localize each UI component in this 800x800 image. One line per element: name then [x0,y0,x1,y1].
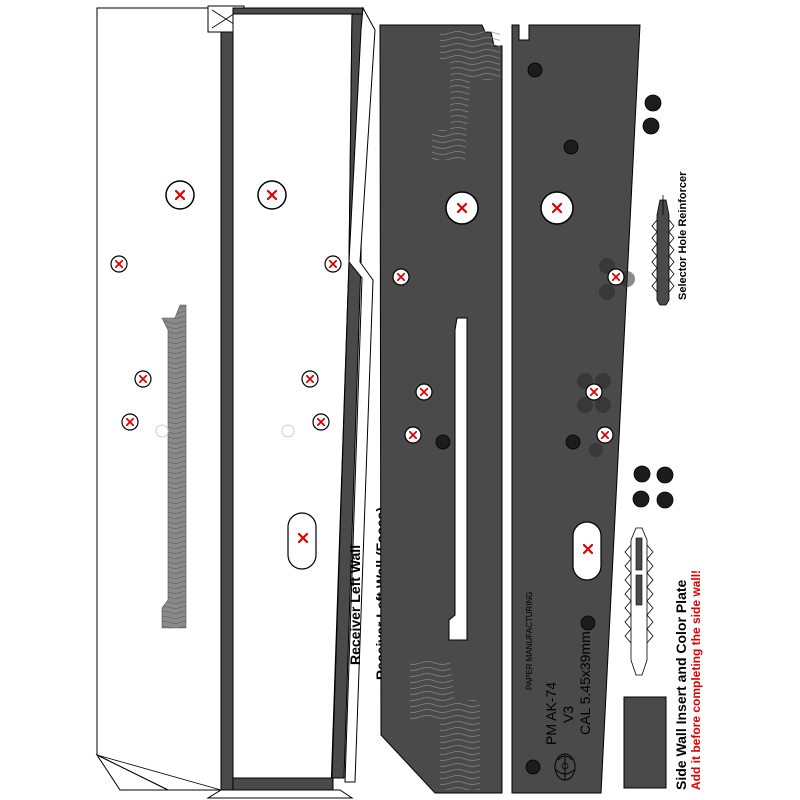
dark-panel-left-texture-top [432,30,500,160]
receiver-left-wall-inner [206,6,376,799]
reinforcer-teeth [651,219,675,293]
color-plate [623,696,667,789]
hole-mark [312,413,330,431]
rivet-stud [565,434,581,450]
hole-mark [404,426,422,444]
rivet-stud [527,62,543,78]
hole-mark-large [165,180,195,210]
dark-panel-left-texture-bottom [410,660,480,790]
rivet-stud [525,759,541,775]
engraving-maker: PAPER MANUFACTURING [525,591,534,690]
fold-strip-dark [220,31,234,791]
loose-studs-top [642,94,662,135]
hole-mark [121,413,139,431]
engraving-version: V3 [560,706,576,723]
receiver-left-wall-label: Receiver Left Wall [347,545,363,665]
inner-wall-outer-flap [344,6,376,783]
inner-wall-bottom-band [232,777,334,791]
selector-hole-reinforcer [651,195,675,306]
side-wall-insert-label: Side Wall Insert and Color Plate [673,579,689,790]
side-wall-insert-warning: Add it before completing the side wall! [689,570,703,790]
loose-studs-middle [632,465,674,509]
slot-cutout [448,317,468,641]
hole-mark [324,255,342,273]
side-wall-insert-strip [624,527,654,676]
rivet-stud [435,434,451,450]
hole-mark [134,370,152,388]
hole-mark [110,255,128,273]
slot-mark [287,512,317,570]
emblem-icon [554,753,576,781]
hole-mark-large [540,191,574,225]
hole-mark-large [257,180,287,210]
hole-mark [585,383,603,401]
hole-mark [415,383,433,401]
hole-mark-large [445,191,479,225]
outer-wall-glue-tab-bottom [95,753,169,791]
selector-shadow-lower [577,373,611,457]
rivet-stud [580,615,596,631]
inner-wall-bottom-tab [206,789,354,799]
selector-hole-reinforcer-label: Selector Hole Reinforcer [677,171,689,300]
hole-mark [392,268,410,286]
hole-mark [301,370,319,388]
hole-mark [596,426,614,444]
dark-panel-left [379,24,503,794]
slot-mark [572,521,602,581]
dark-panel-right: PAPER MANUFACTURING PM AK-74 V3 CAL 5.45… [511,24,641,794]
inner-wall-outline [232,13,353,791]
fold-strip-top-dark [232,7,364,15]
engraving-caliber: CAL 5.45x39mm [577,631,593,735]
hole-mark [607,268,625,286]
receiver-left-wall-outer [95,7,222,791]
guide-circle [281,424,295,438]
guide-circle [155,424,169,438]
engraving-model: PM AK-74 [543,682,559,745]
reinforcer-strip [656,199,670,306]
outer-wall-outline [96,7,222,791]
rivet-stud [563,139,579,155]
rail-texture-strip [161,304,187,629]
insert-strip-teeth [624,544,654,644]
